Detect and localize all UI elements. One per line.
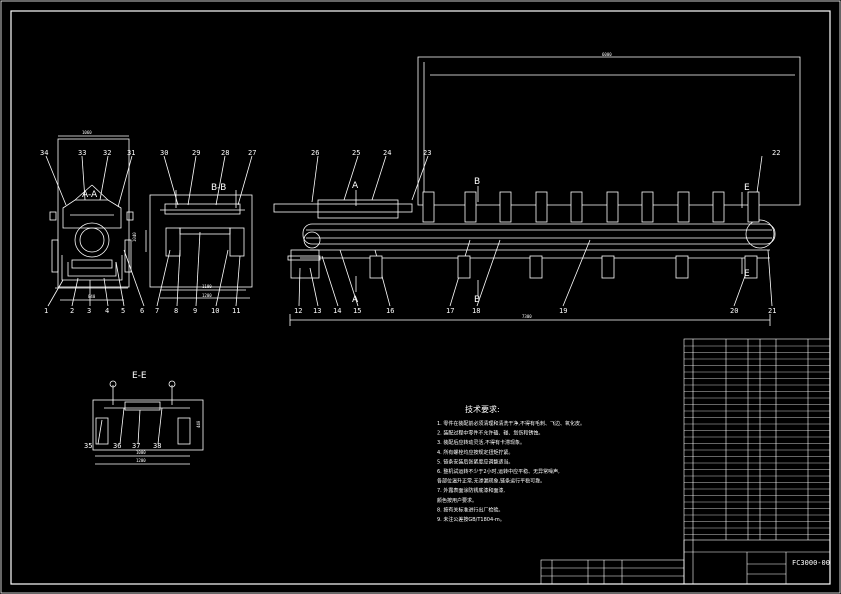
technical-note-line: 1. 零件在装配前必须清理和清洗干净,不得有毛刺、飞边、氧化皮。 (437, 420, 585, 427)
title-block (540, 539, 831, 585)
support-legs (369, 255, 758, 279)
callout: 29 (192, 149, 200, 157)
section-aa-view (45, 135, 147, 307)
dimension-text: 1200 (202, 293, 212, 298)
callout: 16 (386, 307, 394, 315)
dimension-text: 1200 (136, 458, 146, 463)
callout: 19 (559, 307, 567, 315)
technical-notes: 1. 零件在装配前必须清理和清洗干净,不得有毛刺、飞边、氧化皮。 2. 装配过程中… (437, 420, 585, 523)
dimension-text: 1060 (82, 130, 92, 135)
dimension-text: 1000 (136, 450, 146, 455)
technical-note-line: 8. 按有关标准进行出厂检验。 (437, 506, 503, 513)
callout: 30 (160, 149, 168, 157)
support-leg (744, 255, 758, 279)
callout: 31 (127, 149, 135, 157)
dimension-text: 1040 (132, 232, 137, 242)
callout: 14 (333, 307, 341, 315)
callout: 17 (446, 307, 454, 315)
carrier (464, 191, 477, 223)
callout: 2 (70, 307, 74, 315)
support-leg (529, 255, 543, 279)
callout: 3 (87, 307, 91, 315)
technical-note-line: 7. 外露表面涂防锈底漆和面漆, (437, 487, 505, 494)
callout: 13 (313, 307, 321, 315)
carrier (422, 191, 435, 223)
cut-marker: B (474, 295, 480, 305)
callout: 7 (155, 307, 159, 315)
support-leg (457, 255, 471, 279)
support-leg (601, 255, 615, 279)
dimension-text: 7300 (522, 314, 532, 319)
technical-note-line: 3. 装配后应转动灵活,不得有卡滞现象。 (437, 439, 525, 446)
callout: 28 (221, 149, 229, 157)
callout: 32 (103, 149, 111, 157)
support-leg (369, 255, 383, 279)
callout: 35 (84, 442, 92, 450)
cut-marker: E (744, 183, 750, 193)
cut-marker: A (352, 181, 359, 191)
technical-note-line: 颜色按用户要求。 (437, 497, 477, 504)
callout: 27 (248, 149, 256, 157)
dimension-text: 1100 (202, 284, 212, 289)
callout: 21 (768, 307, 776, 315)
callout: 26 (311, 149, 319, 157)
carrier-row (422, 191, 760, 223)
callout: 37 (132, 442, 140, 450)
callout: 38 (153, 442, 161, 450)
sheet-border-inner (10, 10, 831, 585)
carrier (535, 191, 548, 223)
dimension-text: 6000 (602, 52, 612, 57)
cut-marker: A (352, 295, 359, 305)
carrier (570, 191, 583, 223)
callout: 9 (193, 307, 197, 315)
dimension-text: 440 (196, 420, 201, 428)
view-label-bb: B-B (211, 183, 226, 193)
callout: 23 (423, 149, 431, 157)
technical-notes-title: 技术要求: (465, 404, 500, 414)
callout: 24 (383, 149, 391, 157)
parts-list-rows (684, 345, 830, 535)
dimension-text: 840 (88, 294, 96, 299)
view-label-aa: A-A (82, 190, 98, 200)
callout: 20 (730, 307, 738, 315)
callout: 12 (294, 307, 302, 315)
callout: 15 (353, 307, 361, 315)
carrier (747, 191, 760, 223)
callout: 6 (140, 307, 144, 315)
technical-note-line: 9. 未注公差按GB/T1804-m。 (437, 516, 505, 523)
technical-note-line: 5. 链条安装后张紧度应调整适当。 (437, 458, 513, 465)
drawing-number: FC3000-00 (792, 559, 830, 567)
callout: 10 (211, 307, 219, 315)
callout: 34 (40, 149, 48, 157)
callout: 36 (113, 442, 121, 450)
main-elevation-view (273, 56, 801, 326)
callout: 18 (472, 307, 480, 315)
carrier (606, 191, 619, 223)
technical-note-line: 2. 装配过程中零件不允许磕、碰、划伤和锈蚀。 (437, 430, 543, 437)
callout: 4 (105, 307, 109, 315)
cut-marker: E (744, 269, 750, 279)
cut-marker: B (474, 177, 480, 187)
carrier (499, 191, 512, 223)
callout: 33 (78, 149, 86, 157)
carrier (641, 191, 654, 223)
technical-note-line: 各部位温升正常,无渗漏现象,链条运行平稳可靠。 (437, 478, 545, 485)
carrier (712, 191, 725, 223)
callout: 22 (772, 149, 780, 157)
technical-note-line: 4. 所有螺栓均应按规定扭矩拧紧。 (437, 449, 513, 456)
callout: 8 (174, 307, 178, 315)
view-label-ee: E-E (132, 371, 147, 381)
callout: 1 (44, 307, 48, 315)
support-leg (675, 255, 689, 279)
section-bb-view (149, 155, 253, 307)
callout: 5 (121, 307, 125, 315)
technical-note-line: 6. 整机试运转不少于2小时,运转中应平稳、无异常噪声, (437, 468, 560, 475)
carrier (677, 191, 690, 223)
parts-list-table (683, 338, 831, 585)
callout: 25 (352, 149, 360, 157)
section-ee-view (92, 380, 204, 465)
callout: 11 (232, 307, 240, 315)
